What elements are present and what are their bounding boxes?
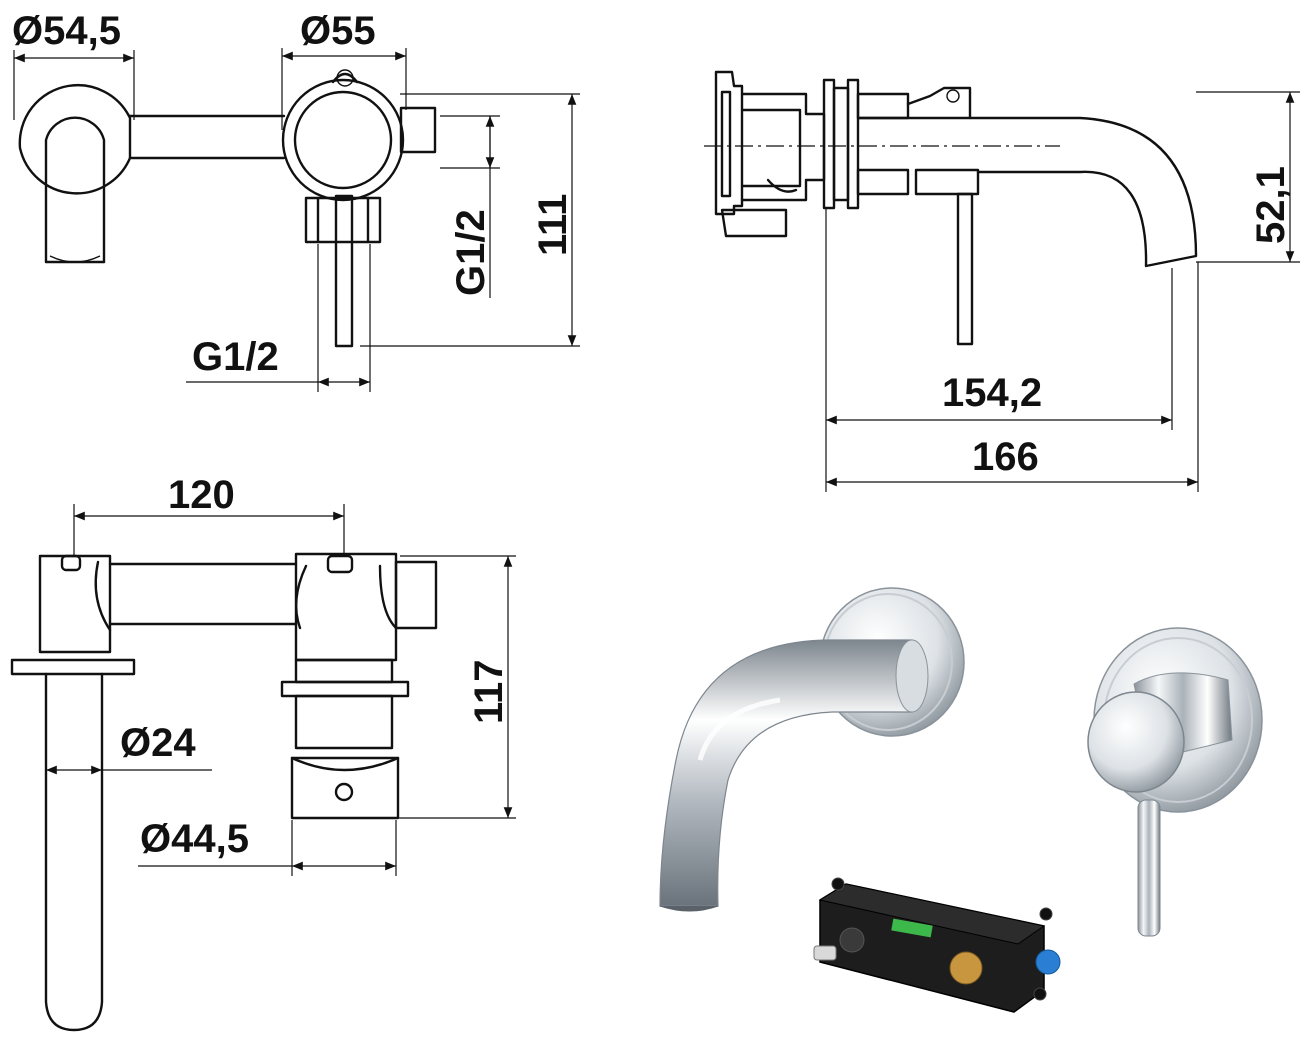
dim-spout-diameter: Ø24: [120, 721, 196, 765]
dim-spout-rosette-diameter: Ø54,5: [12, 9, 121, 53]
dim-spout-drop: 52,1: [1249, 166, 1293, 244]
dim-height-111: 111: [531, 194, 575, 256]
spout: [659, 639, 929, 912]
dim-inlet-thread-side: G1/2: [449, 209, 493, 296]
mixer-rosette: [1087, 627, 1263, 813]
top-view: 120 117 Ø24 Ø44,5: [10, 473, 516, 1032]
product-render: [659, 587, 1263, 1013]
dim-inlet-thread-bottom: G1/2: [192, 335, 279, 379]
dim-overall-projection: 166: [972, 435, 1039, 479]
dim-body-height: 117: [467, 659, 511, 724]
mixer-lever: [1137, 799, 1161, 937]
front-view: Ø54,5 Ø55 G1/2 111 G1/2: [12, 9, 580, 392]
dim-spout-projection: 154,2: [942, 371, 1042, 415]
dim-mixer-rosette-diameter: Ø55: [300, 9, 376, 53]
dim-center-distance: 120: [168, 473, 235, 517]
side-view: 52,1 154,2 166: [704, 70, 1300, 492]
dim-cartridge-diameter: Ø44,5: [140, 817, 249, 861]
concealed-box: [813, 877, 1061, 1013]
